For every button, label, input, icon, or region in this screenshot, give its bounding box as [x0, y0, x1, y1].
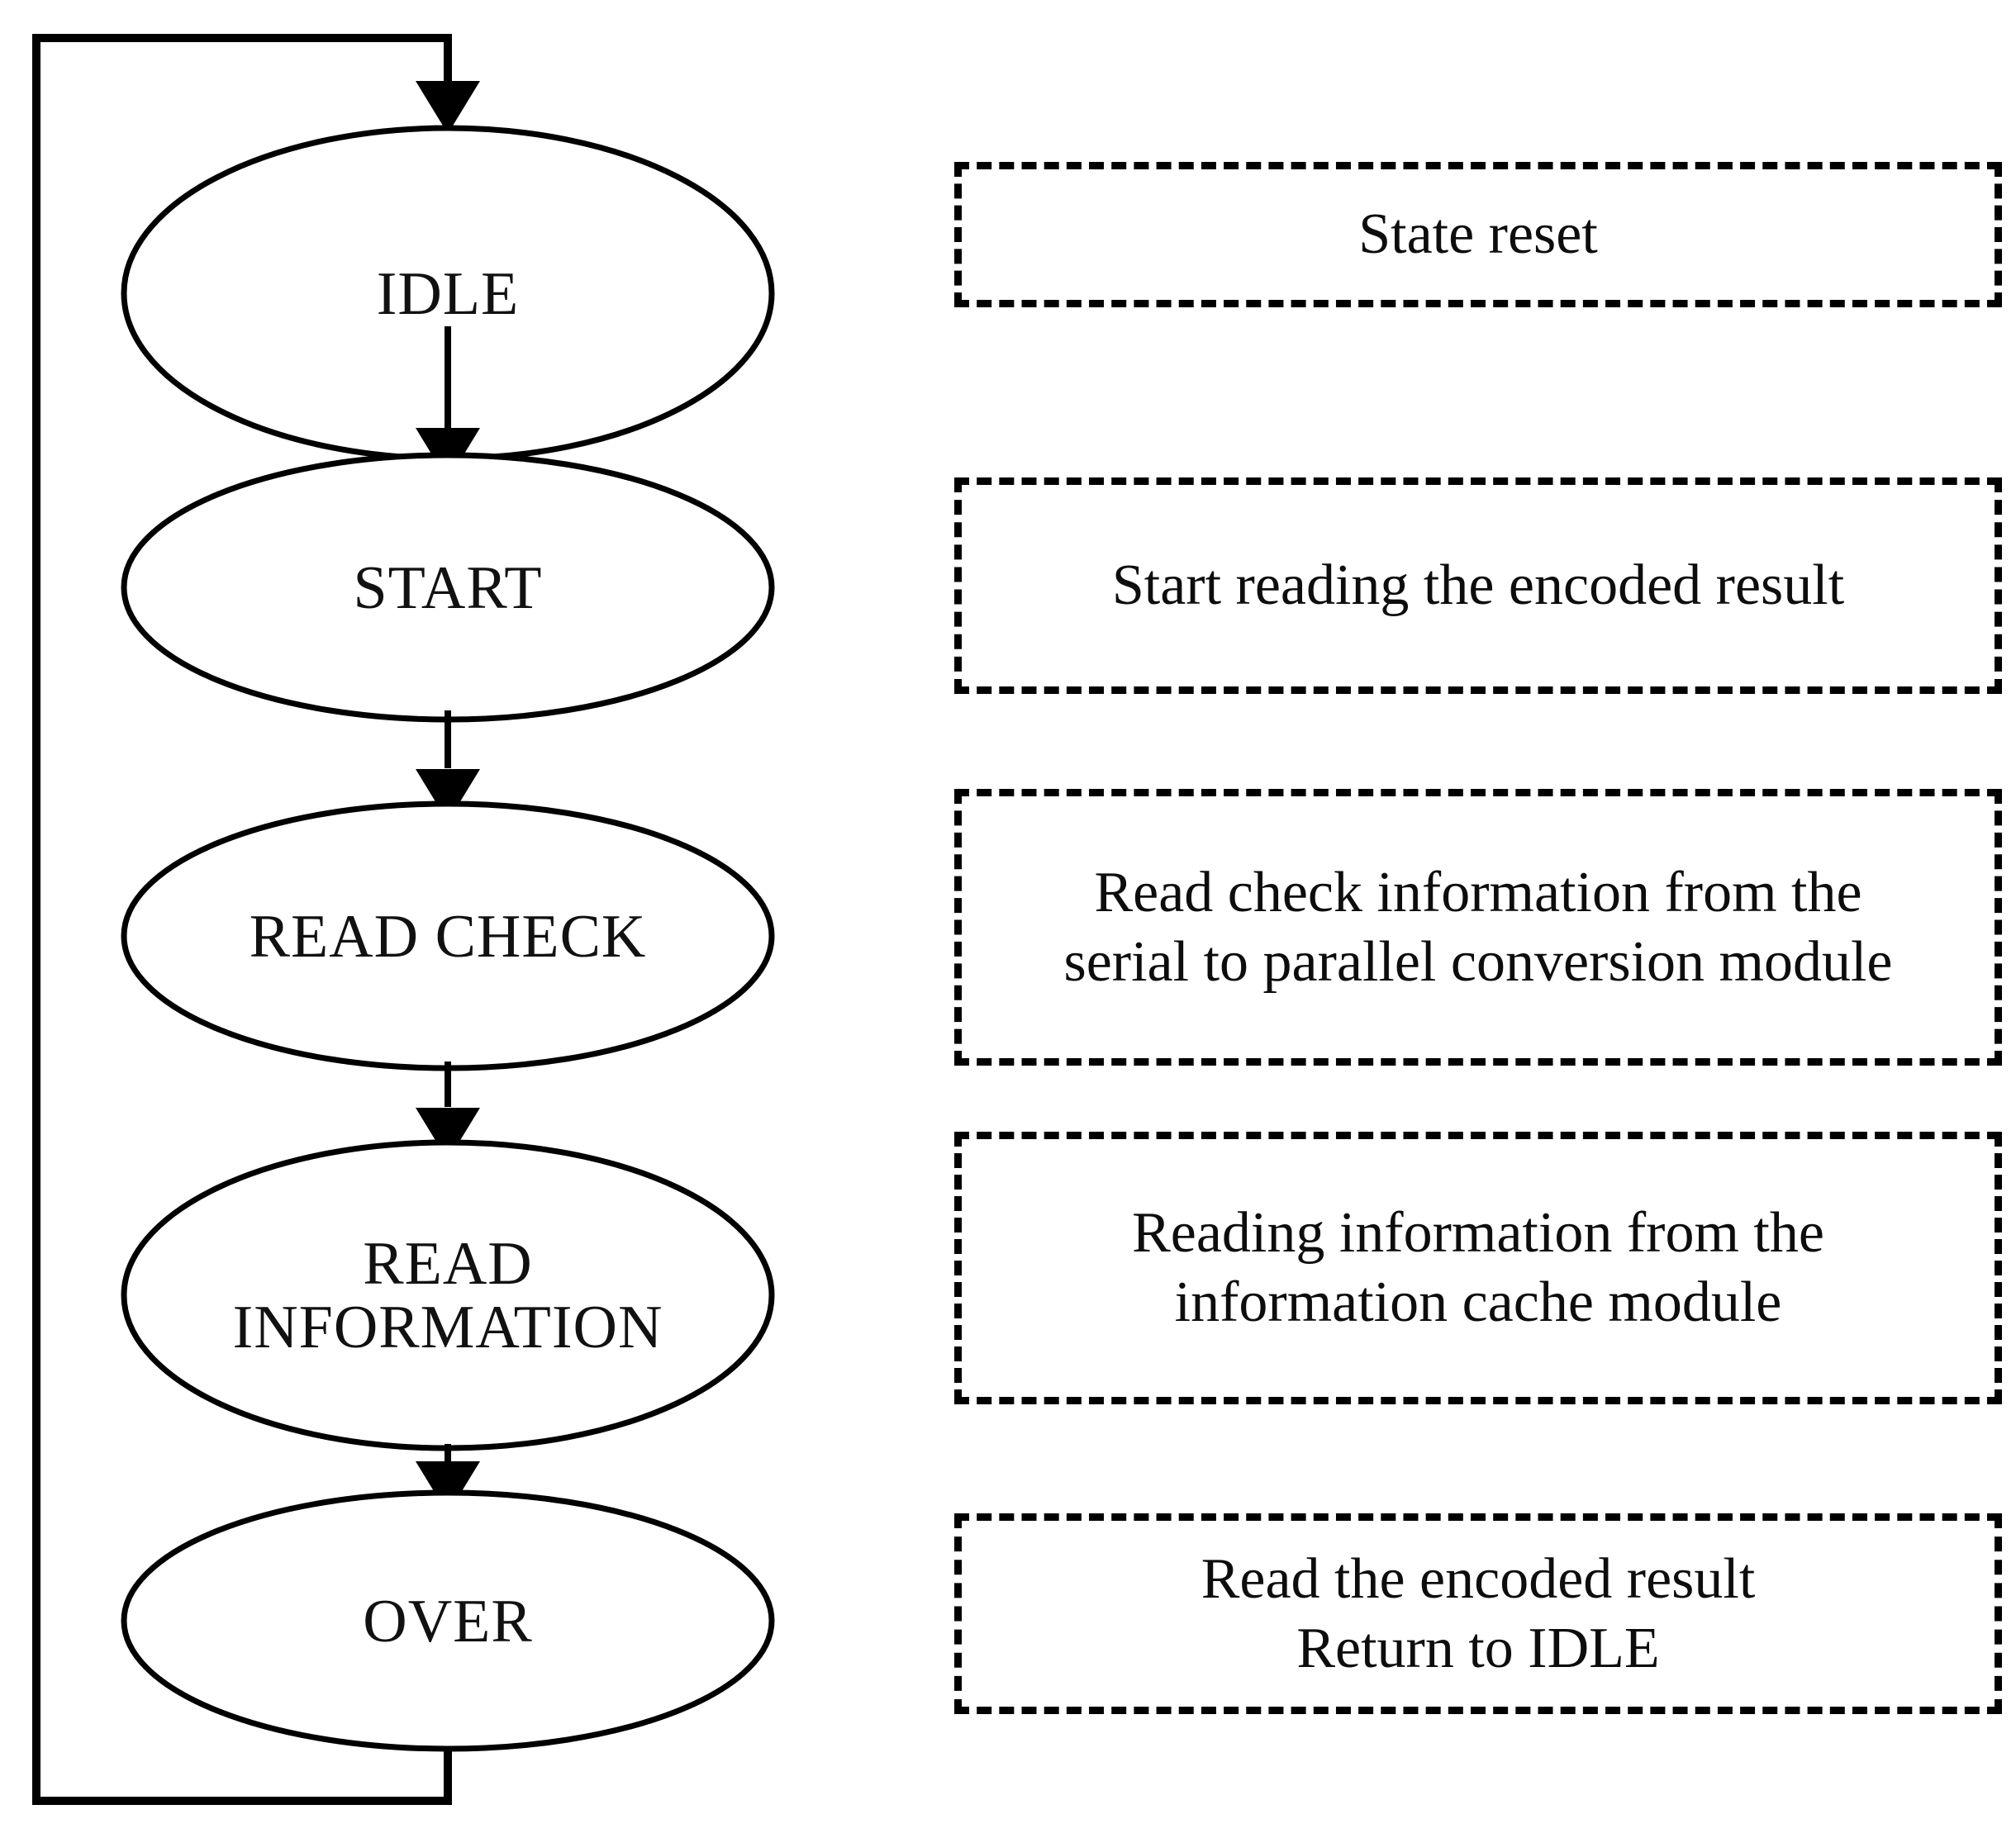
description-text-over: Read the encoded result Return to IDLE — [1201, 1546, 1756, 1680]
arrowhead-loop-to-idle — [416, 81, 480, 134]
state-node-over[interactable] — [121, 1489, 775, 1752]
state-ellipse-start[interactable] — [121, 452, 775, 723]
description-text-read-check: Read check information from the serial t… — [1063, 860, 1893, 994]
description-text-start-reading: Start reading the encoded result — [1111, 553, 1845, 617]
state-ellipse-over[interactable] — [121, 1489, 775, 1752]
description-text-state-reset: State reset — [1358, 202, 1598, 266]
description-box-start-reading: Start reading the encoded result — [954, 477, 2002, 694]
description-box-read-information: Reading information from the information… — [954, 1132, 2002, 1404]
state-ellipse-read-check[interactable] — [121, 800, 775, 1071]
state-ellipse-read-information[interactable] — [121, 1139, 775, 1451]
transition-read-information-to-over — [416, 1444, 480, 1514]
arrowhead-read-information-to-over — [416, 1461, 480, 1514]
description-box-read-check: Read check information from the serial t… — [954, 789, 2002, 1066]
transition-start-to-read-check — [416, 710, 480, 822]
description-box-state-reset: State reset — [954, 162, 2002, 307]
arrowhead-start-to-read-check — [416, 769, 480, 822]
state-node-read-check[interactable] — [121, 800, 775, 1071]
description-text-read-information: Reading information from the information… — [1132, 1201, 1824, 1334]
arrowhead-read-check-to-read-information — [416, 1108, 480, 1161]
feedback-loop-over-to-idle — [32, 34, 480, 1805]
description-box-over: Read the encoded result Return to IDLE — [954, 1513, 2002, 1714]
transition-read-check-to-read-information — [416, 1061, 480, 1161]
state-node-read-information[interactable] — [121, 1139, 775, 1451]
state-node-start[interactable] — [121, 452, 775, 723]
